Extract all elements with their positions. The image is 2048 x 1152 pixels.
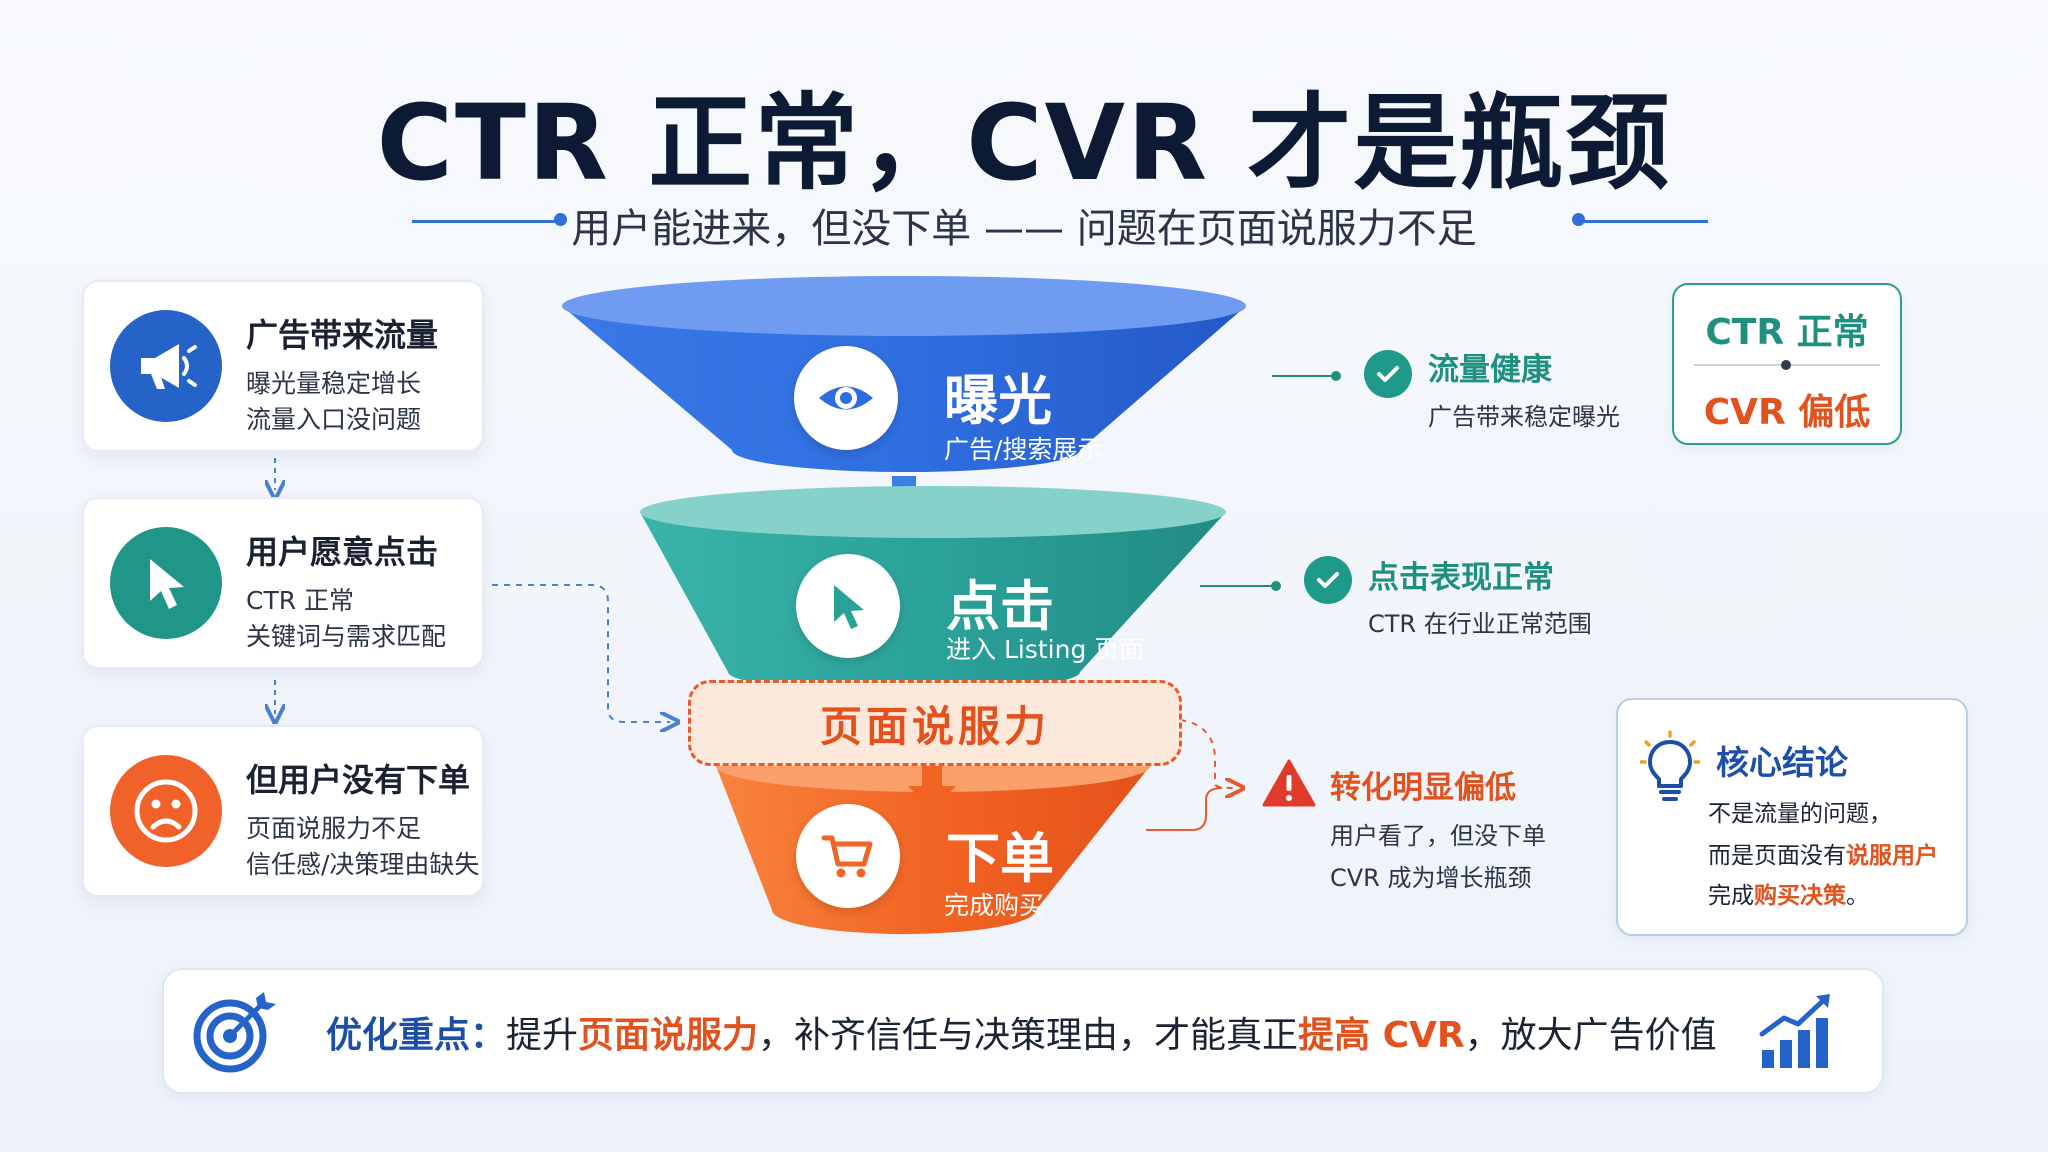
warning-icon [1262,758,1316,812]
note-title-click: 点击表现正常 [1368,560,1554,596]
card-title: 用户愿意点击 [246,533,439,571]
funnel-title-exposure: 曝光 [944,369,1052,432]
core-conclusion-box: 核心结论 不是流量的问题， 而是页面没有说服用户 完成购买决策。 [1616,698,1968,936]
order-connector [1146,787,1223,831]
card-desc: 曝光量稳定增长 [246,369,422,398]
funnel-sub-exposure: 广告/搜索展示 [944,435,1103,464]
optimization-lead: 优化重点： [326,1015,507,1056]
funnel-sub-order: 完成购买 [944,891,1045,920]
core-line-3-end: 。 [1846,883,1869,909]
card-desc: 信任感/决策理由缺失 [246,850,480,879]
note-sub-traffic: 广告带来稳定曝光 [1428,403,1620,431]
check-icon [1304,556,1352,604]
funnel-title-click: 点击 [946,575,1054,638]
optimization-highlight-2: 提高 CVR [1298,1015,1465,1056]
core-line-2-text: 而是页面没有 [1708,843,1846,869]
funnel-title-order: 下单 [946,827,1054,890]
card-title: 广告带来流量 [246,316,439,354]
subtitle-left-dot [554,213,567,226]
cursor-icon [796,554,900,658]
optimization-text: 优化重点：提升页面说服力，补齐信任与决策理由，才能真正提高 CVR，放大广告价值 [326,1006,1717,1058]
status-box: CTR 正常 CVR 偏低 [1672,283,1902,445]
cart-icon [796,804,900,908]
page-subtitle: 用户能进来，但没下单 —— 问题在页面说服力不足 [571,206,1477,252]
core-line-3-text: 完成 [1708,883,1754,909]
funnel-sub-click: 进入 Listing 页面 [946,635,1145,664]
core-line-2: 而是页面没有说服用户 [1708,836,1938,870]
target-icon [192,990,278,1080]
lightbulb-icon [1639,730,1701,808]
status-ctr: CTR 正常 [1705,312,1869,353]
core-line-3: 完成购买决策。 [1708,876,1869,910]
card-desc: CTR 正常 [246,586,355,615]
card-title: 但用户没有下单 [246,761,471,799]
note-sub-conversion-2: CVR 成为增长瓶颈 [1330,864,1532,892]
click-connector-dot [1271,581,1281,591]
funnel [562,276,1246,934]
card-desc: 流量入口没问题 [246,405,422,434]
eye-icon [794,346,898,450]
cursor-icon [110,527,222,639]
card-desc: 关键词与需求匹配 [246,622,447,651]
sad-face-icon [110,755,222,867]
funnel-layer-click [640,486,1226,692]
subtitle-right-line [1580,220,1708,223]
card-traffic: 广告带来流量 曝光量稳定增长 流量入口没问题 [82,280,484,452]
card-click: 用户愿意点击 CTR 正常 关键词与需求匹配 [82,497,484,669]
core-line-1: 不是流量的问题， [1708,801,1892,827]
subtitle-left-line [412,220,560,223]
optimization-banner: 优化重点：提升页面说服力，补齐信任与决策理由，才能真正提高 CVR，放大广告价值 [162,968,1884,1094]
note-title-conversion: 转化明显偏低 [1330,770,1516,806]
card-no-order: 但用户没有下单 页面说服力不足 信任感/决策理由缺失 [82,725,484,897]
status-divider-dot [1781,360,1791,370]
core-highlight-decision: 购买决策 [1754,883,1846,909]
growth-chart-icon [1756,988,1842,1078]
note-sub-click: CTR 在行业正常范围 [1368,610,1592,638]
exposure-connector-dot [1331,371,1341,381]
check-icon [1364,350,1412,398]
optimization-text-3: ，放大广告价值 [1464,1015,1717,1056]
subtitle-row: 用户能进来，但没下单 —— 问题在页面说服力不足 [0,196,2048,252]
funnel-arrow-2 [908,766,956,812]
optimization-text-2: ，补齐信任与决策理由，才能真正 [758,1015,1299,1056]
optimization-highlight-1: 页面说服力 [578,1015,759,1056]
note-title-traffic: 流量健康 [1428,352,1552,388]
card-desc: 页面说服力不足 [246,814,422,843]
page-title: CTR 正常，CVR 才是瓶颈 [376,82,1672,204]
persuasion-band: 页面说服力 [688,680,1182,766]
funnel-layer-exposure [562,276,1246,472]
note-sub-conversion-1: 用户看了，但没下单 [1330,822,1546,850]
optimization-text-1: 提升 [506,1015,579,1056]
core-title: 核心结论 [1716,743,1848,782]
megaphone-icon [110,310,222,422]
core-highlight-persuade: 说服用户 [1846,843,1938,869]
status-cvr: CVR 偏低 [1703,392,1871,433]
